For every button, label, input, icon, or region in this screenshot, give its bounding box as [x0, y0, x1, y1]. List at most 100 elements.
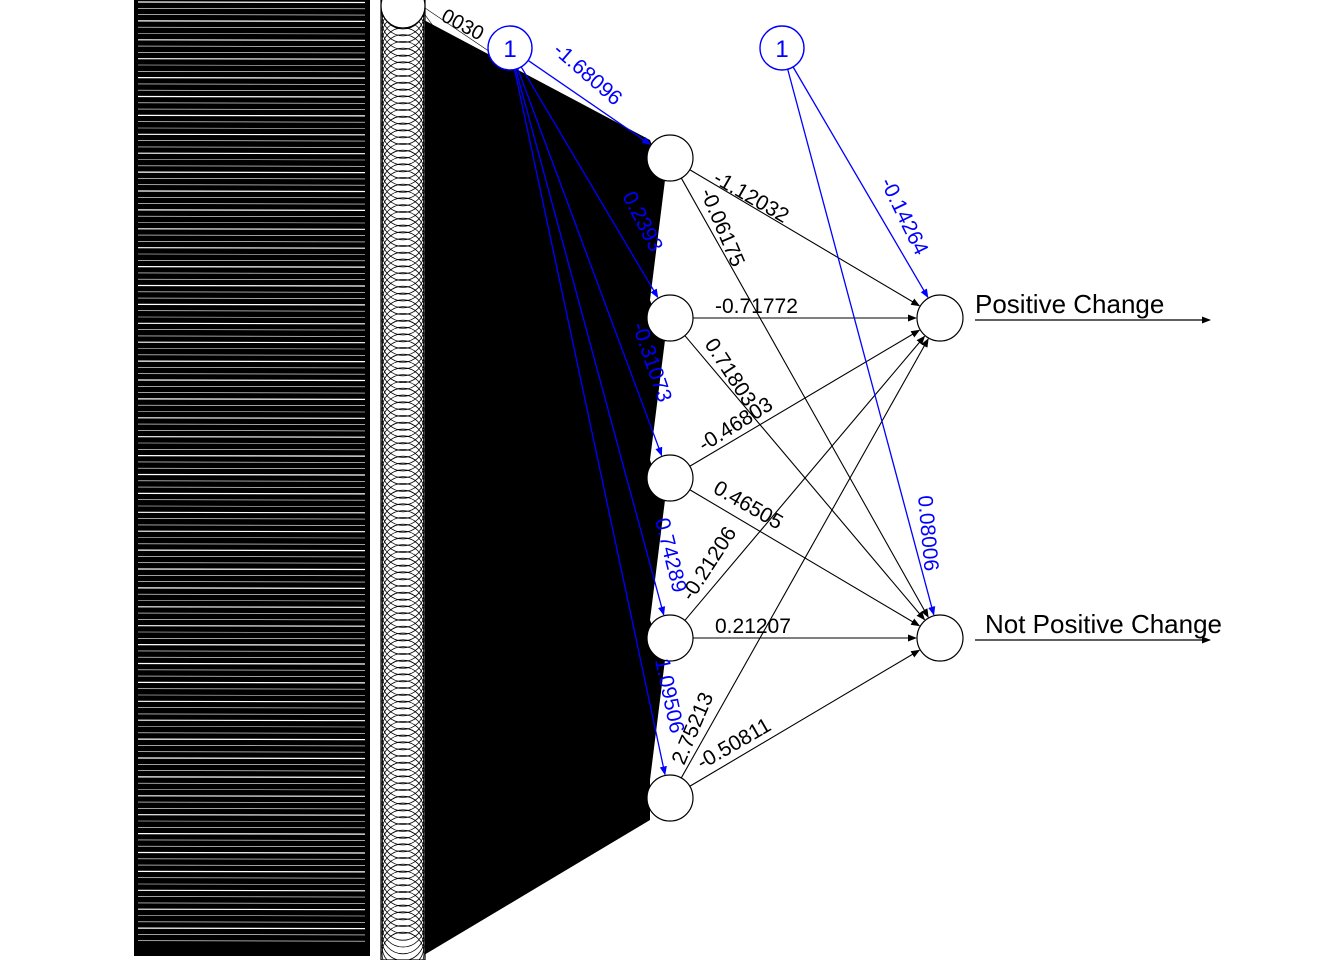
input-label-stroke: [137, 14, 366, 16]
input-node: [381, 326, 425, 370]
input-node: [381, 523, 425, 567]
input-node: [381, 333, 425, 377]
input-label-stroke: [137, 694, 366, 696]
input-node: [381, 863, 425, 907]
input-connection-mass: [424, 7, 665, 955]
input-label-stroke: [137, 839, 366, 841]
input-node: [381, 625, 425, 669]
input-label-stroke: [137, 121, 366, 123]
input-label-stroke: [137, 581, 366, 583]
input-node: [381, 75, 425, 118]
input-connection: [424, 317, 648, 865]
input-label-stroke: [137, 190, 366, 193]
input-node: [381, 748, 425, 791]
input-connection: [424, 252, 648, 319]
input-label-stroke: [137, 436, 366, 438]
hidden-bias-edge-2: [787, 69, 936, 616]
input-connection: [424, 477, 648, 668]
hidden-output-edge-1-1: [689, 169, 921, 307]
input-label-stroke: [137, 908, 366, 911]
hidden-bias-edge-1: [792, 66, 929, 299]
input-label-stroke: [137, 171, 366, 174]
input-label-stroke: [137, 537, 366, 539]
input-node: [381, 551, 425, 594]
input-label-stroke: [137, 820, 366, 822]
input-connection: [424, 361, 648, 479]
input-connection: [424, 317, 648, 560]
input-node: [381, 129, 425, 173]
input-node: [381, 163, 425, 207]
input-node: [381, 666, 425, 710]
input-node: [381, 374, 425, 418]
input-label-stroke: [137, 385, 366, 388]
input-label-stroke: [137, 411, 366, 413]
input-label-stroke: [137, 593, 366, 596]
input-connection: [424, 797, 648, 852]
input-node: [381, 482, 425, 526]
input-connection: [424, 477, 648, 634]
input-node: [381, 190, 425, 234]
input-connection: [424, 137, 648, 799]
input-label-stroke: [137, 902, 366, 904]
input-node: [381, 278, 425, 322]
input-connection: [424, 470, 648, 639]
hidden-output-edge-3-1: [689, 329, 921, 467]
input-node: [381, 238, 425, 282]
input-connection: [424, 157, 648, 485]
hidden-nodes: [646, 134, 694, 822]
input-node: [381, 204, 425, 248]
output-arrows: [975, 316, 1211, 644]
input-connection: [424, 218, 648, 319]
input-node: [381, 891, 425, 934]
input-label-stroke: [137, 222, 366, 224]
input-node: [381, 823, 425, 866]
input-connection: [424, 317, 648, 458]
input-node: [381, 435, 425, 479]
input-node: [381, 687, 425, 730]
hidden-node-3: [646, 454, 694, 502]
input-node: [381, 401, 425, 445]
input-label-stroke: [137, 700, 366, 703]
input-connection: [424, 48, 648, 319]
input-label-stroke: [137, 934, 366, 936]
input-bias-node: [487, 25, 533, 71]
input-connection: [424, 612, 648, 799]
input-label-stroke: [137, 600, 366, 602]
input-node: [381, 217, 425, 261]
input-label-stroke: [137, 562, 366, 564]
input-connection: [424, 157, 648, 315]
input-node: [381, 700, 425, 744]
input-label-stroke: [137, 870, 366, 873]
input-connection: [424, 477, 648, 498]
input-node: [381, 850, 425, 893]
input-connection: [424, 443, 648, 799]
input-node: [381, 258, 425, 302]
input-node: [381, 782, 425, 825]
input-node: [381, 0, 425, 37]
input-label-stroke: [137, 940, 366, 942]
input-connection: [424, 409, 648, 799]
input-connection: [424, 164, 648, 639]
input-connection: [424, 714, 648, 799]
input-node: [381, 421, 425, 465]
input-node: [381, 653, 425, 696]
input-node: [381, 857, 425, 900]
input-label-stroke: [137, 845, 366, 848]
input-label-stroke: [137, 76, 366, 79]
input-label-stroke: [137, 291, 366, 293]
input-node: [381, 925, 425, 960]
input-connection: [424, 89, 648, 479]
input-connection: [424, 157, 648, 281]
input-connection: [424, 62, 648, 639]
output-node-positive: [916, 294, 964, 342]
input-label-stroke: [137, 303, 366, 306]
input-label-stroke: [137, 20, 366, 22]
input-label-stroke: [137, 789, 366, 791]
input-label-stroke: [137, 89, 366, 91]
input-label-stroke: [137, 486, 366, 488]
input-connection: [424, 317, 648, 695]
input-node-column: [380, 0, 426, 960]
input-node: [381, 156, 425, 200]
input-node: [381, 755, 425, 798]
hidden-node-2: [646, 294, 694, 342]
